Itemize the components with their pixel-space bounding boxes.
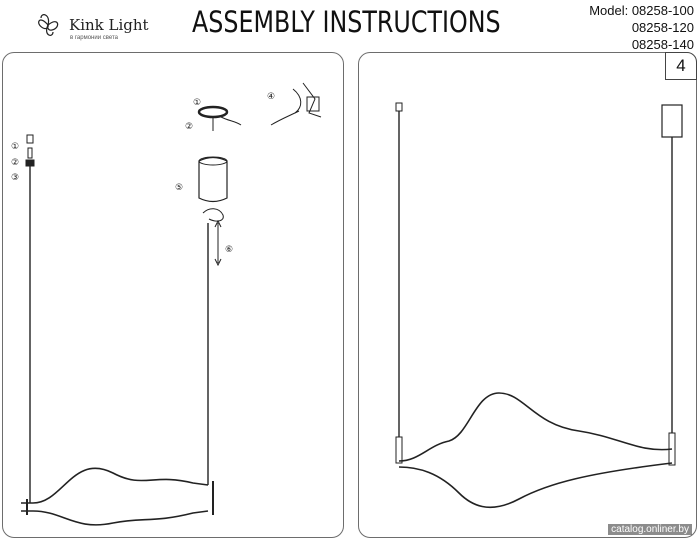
callout-1b: ①: [193, 98, 201, 108]
hand-wiring: [270, 110, 300, 126]
assembly-panel-right: 4 catalog.onliner.by: [358, 52, 697, 538]
final-wave-upper: [398, 392, 673, 462]
final-drawing: [395, 102, 683, 509]
wiring-detail: [292, 82, 322, 118]
callout-5: ⑤: [175, 183, 183, 193]
lamp-wave-upper: [21, 467, 209, 504]
watermark: catalog.onliner.by: [608, 524, 692, 535]
fixing-nut-part: [25, 159, 35, 167]
assembly-drawing: ① ② ③ ① ② ④ ⑤ ⑥: [11, 82, 322, 526]
end-cap-left: [395, 436, 403, 464]
callout-2b: ②: [185, 122, 193, 132]
callout-4: ④: [267, 92, 275, 102]
top-gripper-left: [395, 102, 403, 112]
hand-illustration: [202, 208, 224, 222]
brand-logo-icon: [38, 14, 59, 36]
page-title: ASSEMBLY INSTRUCTIONS: [192, 5, 501, 39]
cable-gripper-part: [26, 134, 34, 144]
canopy-top: [198, 156, 228, 166]
final-wave-lower: [398, 462, 673, 509]
mounting-plate: [197, 105, 229, 119]
brand-name: Kink Light: [69, 16, 149, 34]
step-number: 4: [665, 52, 697, 80]
assembly-panel-left: ① ② ③ ① ② ④ ⑤ ⑥: [2, 52, 344, 538]
arrow-heads: [214, 219, 222, 267]
lamp-wave-lower: [21, 510, 209, 526]
header: Kink Light в гармонии света ASSEMBLY INS…: [0, 0, 700, 52]
brand-tagline: в гармонии света: [70, 35, 119, 41]
model-variant: 08258-120: [631, 20, 694, 35]
mounting-wires: [220, 116, 242, 126]
callout-6: ⑥: [225, 245, 233, 255]
final-canopy: [661, 104, 683, 138]
canopy: [198, 156, 228, 203]
terminal-block: [306, 96, 320, 112]
model-variant: 08258-140: [631, 37, 694, 52]
callout-1: ①: [11, 142, 19, 152]
screw-part: [27, 147, 33, 159]
callout-2: ②: [11, 158, 19, 168]
callout-3: ③: [11, 173, 19, 183]
brand-logo: Kink Light в гармонии света: [33, 10, 163, 46]
lamp-end-caps: [26, 481, 214, 515]
model-info: Model: 08258-100 08258-120 08258-140: [589, 2, 694, 53]
model-label: Model: 08258-100: [589, 3, 694, 18]
